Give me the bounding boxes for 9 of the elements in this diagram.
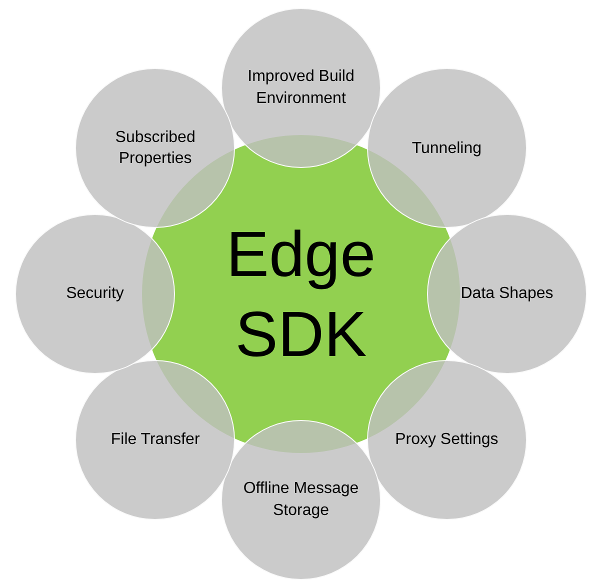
feature-label: Security — [65, 284, 125, 304]
feature-label: Tunneling — [410, 138, 482, 159]
feature-label: Data Shapes — [460, 284, 554, 304]
feature-label: File Transfer — [110, 430, 201, 450]
feature-label: Subscribed Properties — [114, 128, 196, 170]
hub-title: Edge SDK — [225, 217, 377, 372]
feature-label: Improved Build Environment — [246, 67, 356, 109]
feature-label: Proxy Settings — [394, 430, 500, 450]
feature-label: Offline Message Storage — [242, 479, 360, 521]
